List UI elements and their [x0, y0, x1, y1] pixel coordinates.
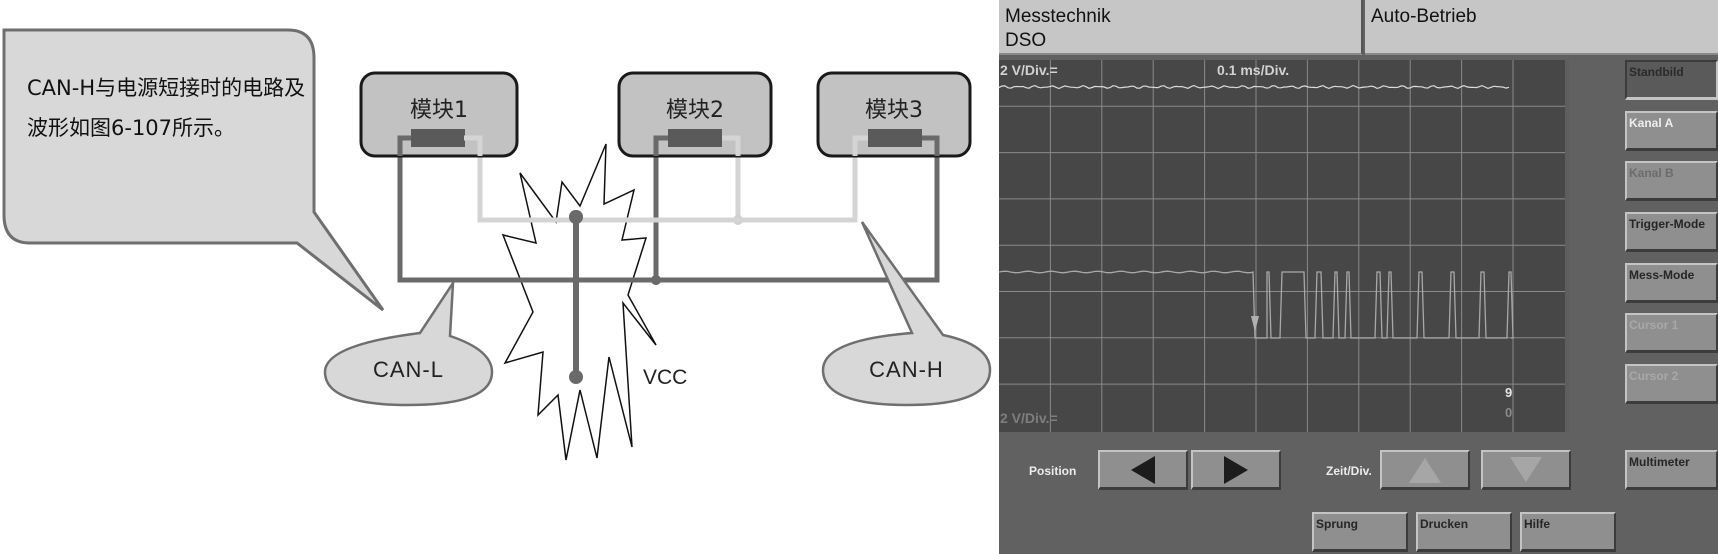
header-subtitle: DSO [1005, 30, 1047, 51]
short-circuit-burst-icon [501, 143, 657, 461]
can-h-label: CAN-H [869, 357, 944, 382]
can-l-label: CAN-L [372, 357, 444, 382]
mess-mode-button[interactable]: Mess-Mode [1625, 263, 1718, 303]
trigger-marker-icon [1251, 316, 1259, 332]
scope-grid [999, 60, 1569, 432]
callout-bubble [2, 28, 385, 312]
hilfe-button[interactable]: Hilfe [1520, 512, 1616, 552]
module-3 [816, 71, 972, 158]
drucken-button[interactable]: Drucken [1416, 512, 1512, 552]
multimeter-button[interactable]: Multimeter [1625, 450, 1718, 490]
channel-a-zero-marker: 9 [1505, 385, 1513, 400]
sprung-button[interactable]: Sprung [1312, 512, 1408, 552]
scope-screen: 2 V/Div.= 0.1 ms/Div. 2 V/Div.= 9 0 [999, 60, 1569, 432]
arrow-down-icon [1510, 456, 1542, 482]
header-operation: Auto-Betrieb [1365, 0, 1718, 55]
can-h-bubble [821, 221, 992, 407]
module-2-label: 模块2 [666, 98, 724, 123]
position-left-button[interactable] [1098, 450, 1188, 490]
circuit-drawing [2, 28, 992, 461]
header-operation-label: Auto-Betrieb [1371, 6, 1477, 27]
position-label: Position [1029, 464, 1077, 478]
channel-a-trace [999, 84, 1510, 90]
zeit-up-button[interactable] [1380, 450, 1470, 490]
zeit-div-label: Zeit/Div. [1326, 464, 1372, 478]
arrow-right-icon [1224, 455, 1248, 484]
timebase-label: 0.1 ms/Div. [1217, 62, 1290, 78]
kanal-a-button[interactable]: Kanal A [1625, 111, 1718, 151]
channel-b-scale: 2 V/Div.= [1000, 410, 1058, 426]
channel-b-zero-marker: 0 [1505, 405, 1513, 420]
cursor-2-button[interactable]: Cursor 2 [1625, 364, 1718, 404]
module-2 [617, 71, 773, 158]
screen-edge [1565, 60, 1569, 432]
trigger-mode-button[interactable]: Trigger-Mode [1625, 212, 1718, 252]
can-circuit-diagram: CAN-H与电源短接时的电路及波形如图6-107所示。 模块1 模块2 模块3 … [2, 28, 992, 461]
vcc-label: VCC [643, 366, 688, 389]
kanal-b-button[interactable]: Kanal B [1625, 161, 1718, 201]
module-1-label: 模块1 [410, 98, 468, 123]
position-right-button[interactable] [1191, 450, 1281, 490]
oscilloscope-panel: Messtechnik DSO Auto-Betrieb 2 V/Div.= 0… [999, 0, 1718, 554]
header-mode: Messtechnik DSO [999, 0, 1363, 55]
can-l-bubble [323, 278, 494, 407]
cursor-1-button[interactable]: Cursor 1 [1625, 313, 1718, 353]
header-title: Messtechnik [1005, 6, 1111, 27]
channel-a-scale: 2 V/Div.= [1000, 62, 1058, 78]
zeit-down-button[interactable] [1481, 450, 1571, 490]
channel-b-trace [999, 270, 1514, 339]
module-3-label: 模块3 [865, 98, 923, 123]
arrow-up-icon [1409, 457, 1441, 483]
callout-text: CAN-H与电源短接时的电路及波形如图6-107所示。 [27, 76, 306, 140]
arrow-left-icon [1131, 455, 1155, 484]
module-1 [359, 71, 519, 158]
standbild-button[interactable]: Standbild [1625, 60, 1718, 100]
